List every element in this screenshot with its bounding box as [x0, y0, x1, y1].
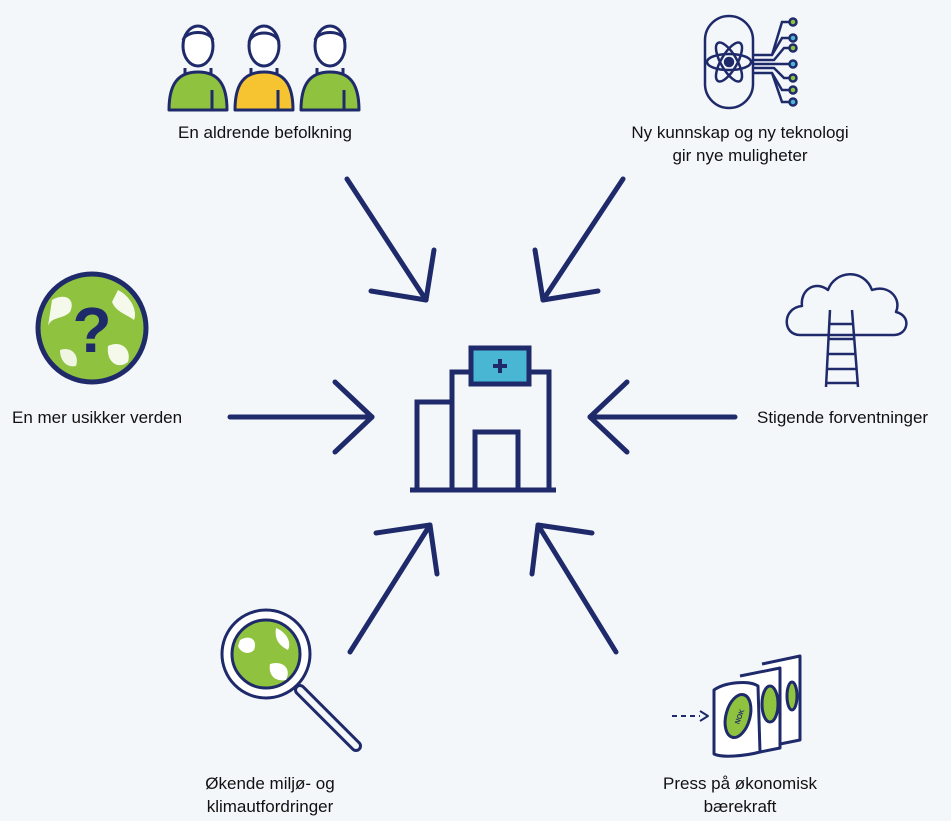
atom-circuit-icon	[703, 14, 798, 110]
money-bills-icon: NOK	[672, 654, 802, 758]
person-left-icon	[167, 24, 229, 112]
label-uncertain: En mer usikker verden	[12, 406, 182, 429]
svg-text:?: ?	[72, 294, 111, 366]
label-climate-line-1: Økende miljø- og	[205, 774, 335, 793]
magnifier-globe-icon	[220, 608, 362, 752]
arrow-from-climate	[347, 522, 440, 655]
label-technology-line-1: Ny kunnskap og ny teknologi	[631, 123, 849, 142]
label-technology-line-2: gir nye muligheter	[672, 146, 808, 165]
arrow-from-expectations	[587, 379, 738, 455]
label-climate: Økende miljø- og klimautfordringer	[160, 772, 380, 818]
globe-question-icon: ?	[35, 271, 149, 385]
label-economy-line-2: bærekraft	[703, 797, 777, 816]
label-aging: En aldrende befolkning	[150, 121, 380, 144]
arrows	[227, 176, 738, 655]
cloud-ladder-icon	[785, 273, 908, 388]
label-expectations-line-1: Stigende forventninger	[757, 408, 929, 427]
person-right-icon	[299, 24, 361, 112]
arrow-from-economy	[529, 522, 619, 655]
label-economy-line-1: Press på økonomisk	[663, 774, 817, 793]
label-expectations: Stigende forventninger	[757, 406, 928, 429]
svg-text:NOK: NOK	[734, 708, 746, 725]
person-middle-icon	[233, 24, 295, 112]
arrow-from-technology	[532, 176, 626, 303]
label-economy: Press på økonomisk bærekraft	[630, 772, 850, 818]
hospital-icon	[410, 345, 556, 493]
label-climate-line-2: klimautfordringer	[206, 797, 334, 816]
label-aging-line-1: En aldrende befolkning	[178, 123, 352, 142]
label-uncertain-line-1: En mer usikker verden	[12, 408, 183, 427]
arrow-from-uncertain	[227, 379, 375, 455]
label-technology: Ny kunnskap og ny teknologi gir nye muli…	[600, 121, 880, 167]
arrow-from-aging	[344, 176, 437, 303]
elderly-people-icon	[167, 24, 361, 112]
